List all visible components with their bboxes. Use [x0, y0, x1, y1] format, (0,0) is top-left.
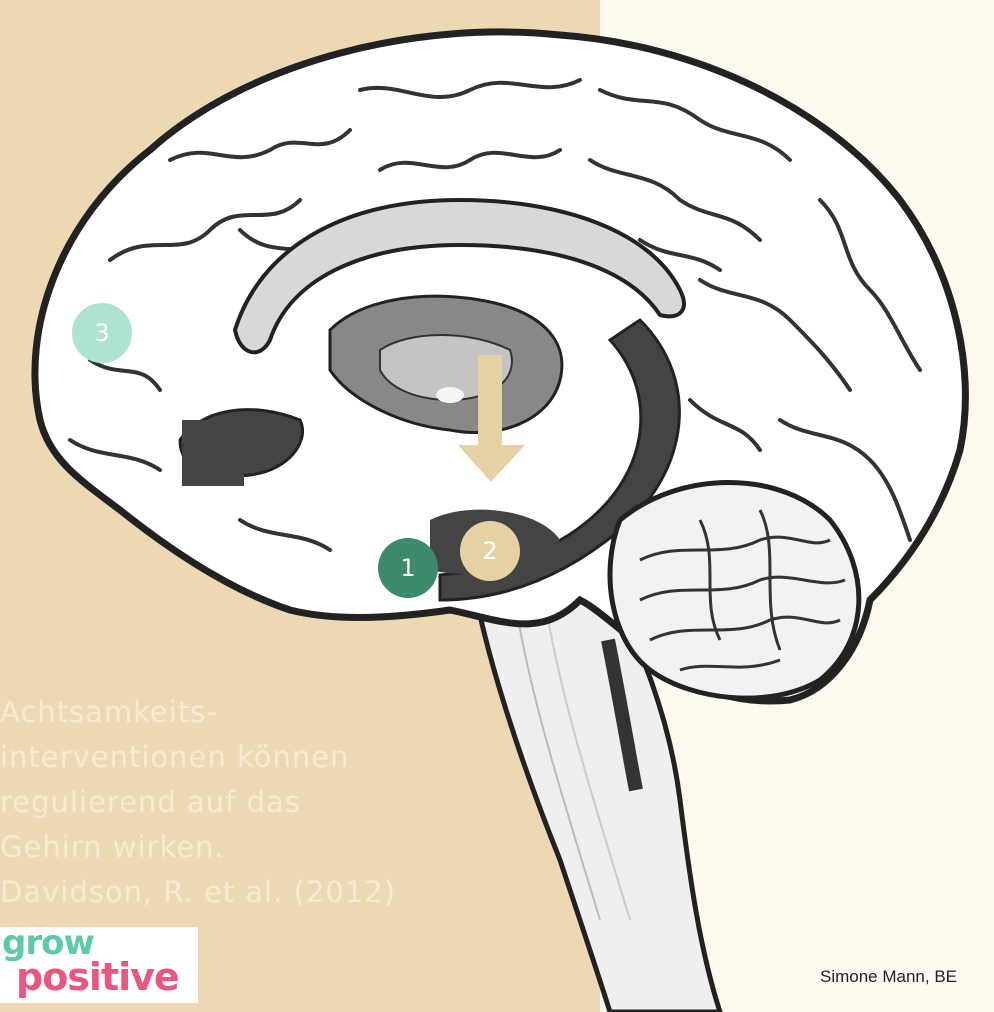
- caption-line: Gehirn wirken.: [0, 825, 390, 870]
- marker-3: 3: [72, 303, 132, 363]
- redaction-box: [182, 420, 244, 486]
- marker-2: 2: [460, 521, 520, 581]
- marker-1-label: 1: [400, 554, 415, 582]
- caption-line: regulierend auf das: [0, 780, 390, 825]
- marker-3-label: 3: [94, 319, 109, 347]
- logo-line-2: positive: [16, 955, 179, 999]
- marker-2-label: 2: [482, 537, 497, 565]
- caption-citation: Davidson, R. et al. (2012): [0, 870, 390, 915]
- marker-1: 1: [378, 538, 438, 598]
- caption-line: interventionen können: [0, 735, 390, 780]
- caption-text: Achtsamkeits- interventionen können regu…: [0, 690, 390, 915]
- author-credit: Simone Mann, BE: [820, 967, 957, 987]
- grow-positive-logo: grow positive: [0, 927, 198, 1003]
- caption-line: Achtsamkeits-: [0, 690, 390, 735]
